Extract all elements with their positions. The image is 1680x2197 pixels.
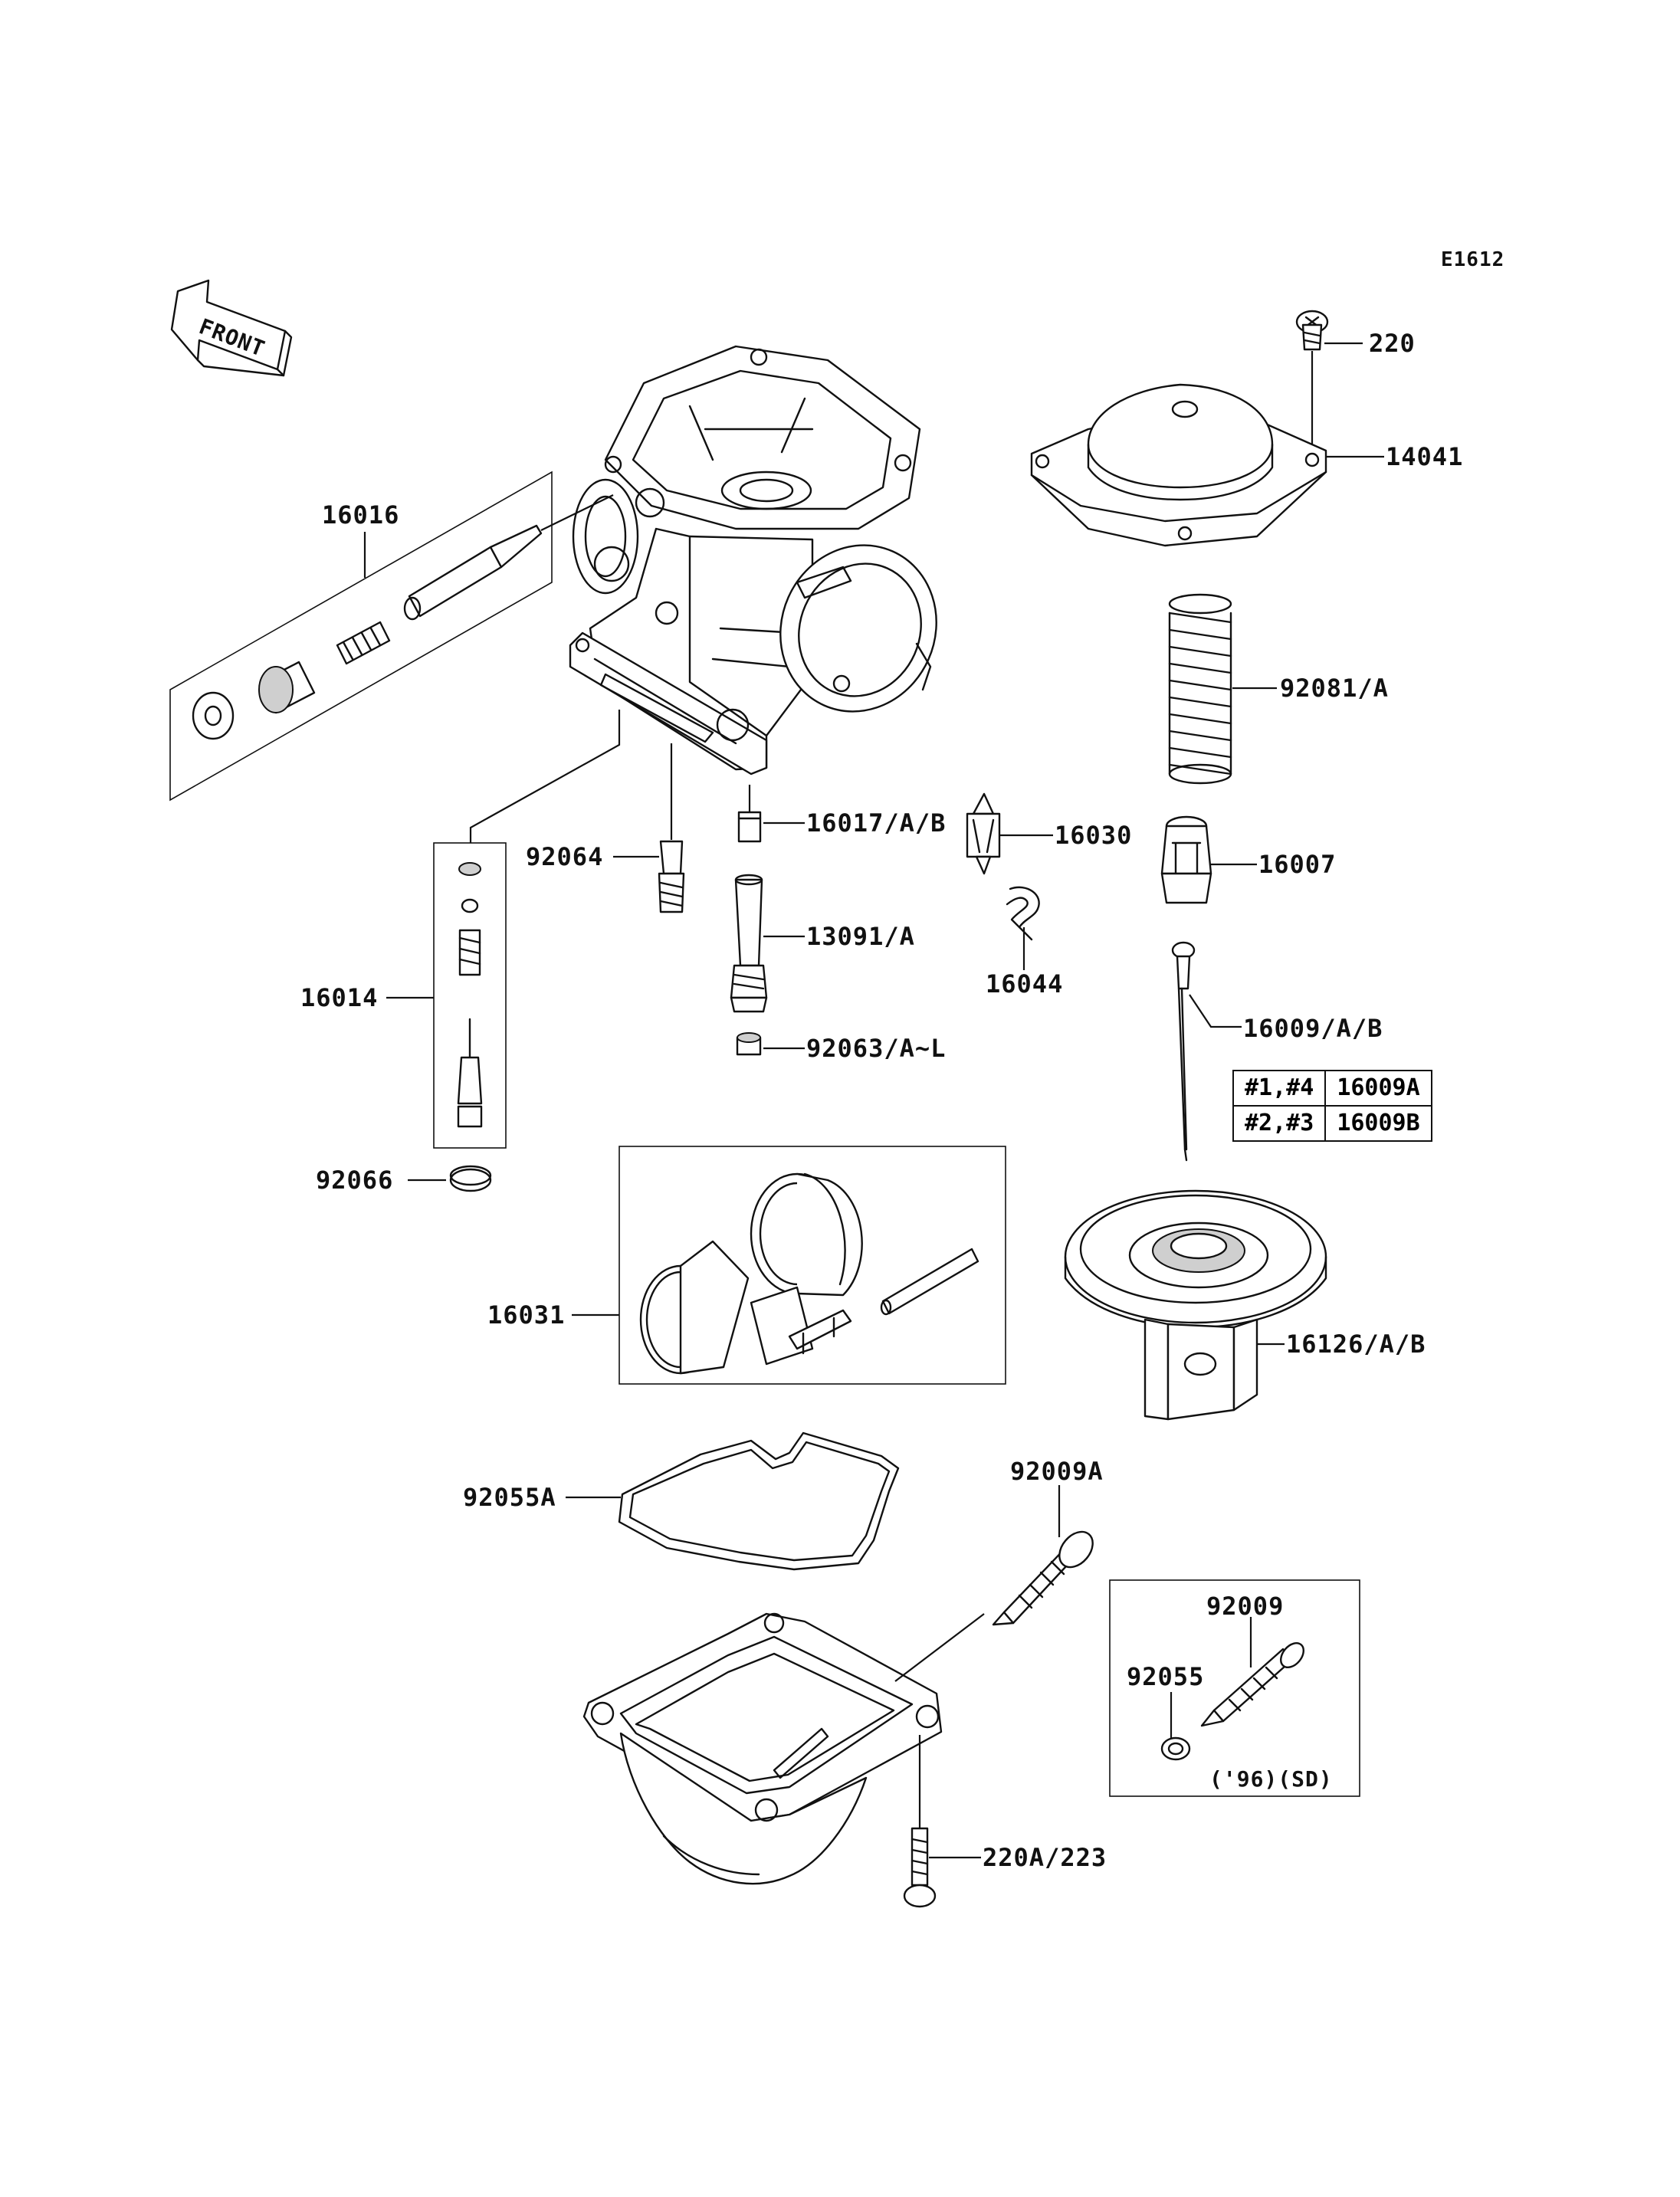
part-16031-float [639, 1172, 979, 1375]
part-92055A-gasket [618, 1431, 900, 1571]
label-92066: 92066 [316, 1166, 394, 1195]
inset-box-96-sd [1109, 1579, 1360, 1797]
label-14041: 14041 [1386, 442, 1464, 471]
part-16126-vacuum-piston [1064, 1189, 1327, 1421]
label-220: 220 [1369, 329, 1416, 358]
label-16016: 16016 [322, 500, 400, 530]
inset-note: ('96)(SD) [1209, 1766, 1333, 1792]
carburetor-body [569, 345, 937, 776]
label-13091a: 13091/A [806, 922, 915, 951]
label-16009ab: 16009/A/B [1243, 1014, 1383, 1043]
part-92066 [449, 1165, 492, 1192]
label-92009a: 92009A [1010, 1457, 1104, 1486]
label-16014: 16014 [300, 983, 379, 1012]
jet-needle-variant-table: #1,#4 16009A #2,#3 16009B [1232, 1070, 1432, 1142]
leader-16009 [1189, 994, 1242, 1028]
part-16017-needle-jet [737, 785, 762, 843]
label-92064: 92064 [526, 842, 604, 871]
label-16017ab: 16017/A/B [806, 808, 947, 838]
part-14041-top-cover [1030, 383, 1327, 547]
label-92081a: 92081/A [1280, 674, 1389, 703]
part-92009-screw [1200, 1642, 1304, 1727]
part-220A-screw [903, 1827, 937, 1908]
part-16030-float-valve [966, 792, 1001, 875]
part-92009A-screw [992, 1530, 1094, 1626]
part-16016-assembly [192, 494, 614, 740]
table-row: #1,#4 16009A [1232, 1070, 1432, 1107]
leader-float-bowl [894, 1613, 985, 1682]
label-92055: 92055 [1127, 1662, 1205, 1691]
group-box-16016 [169, 471, 553, 802]
table-cell-part: 16009A [1324, 1070, 1432, 1107]
part-220-screw [1295, 310, 1329, 351]
part-16007-retainer [1160, 815, 1212, 904]
label-16030: 16030 [1055, 821, 1133, 850]
group-box-16031 [619, 1146, 1006, 1385]
part-16009-jet-needle [1171, 941, 1196, 1162]
part-92064 [658, 840, 685, 913]
label-92055a: 92055A [463, 1483, 556, 1512]
table-cell-part: 16009B [1324, 1105, 1432, 1142]
table-row: #2,#3 16009B [1232, 1105, 1432, 1142]
label-16007: 16007 [1258, 850, 1337, 879]
part-float-bowl [582, 1612, 943, 1885]
diagram-code: E1612 [1441, 248, 1505, 271]
part-16014-assembly [457, 862, 483, 1128]
table-cell-cylinders: #1,#4 [1232, 1070, 1327, 1107]
part-16044-clip [1006, 886, 1040, 941]
part-13091-jet-holder [730, 874, 768, 1013]
part-92063-main-jet [736, 1032, 762, 1056]
label-16031: 16031 [487, 1300, 566, 1330]
label-92009: 92009 [1206, 1592, 1285, 1621]
label-16126ab: 16126/A/B [1286, 1330, 1426, 1359]
label-92063al: 92063/A~L [806, 1034, 947, 1063]
label-16044: 16044 [986, 969, 1064, 998]
label-220a-223: 220A/223 [983, 1843, 1107, 1872]
front-direction-arrow-icon [170, 279, 293, 377]
leader-16014-group [469, 710, 621, 843]
part-92081-spring [1168, 593, 1232, 785]
part-92055-oring [1160, 1736, 1191, 1761]
table-cell-cylinders: #2,#3 [1232, 1105, 1327, 1142]
